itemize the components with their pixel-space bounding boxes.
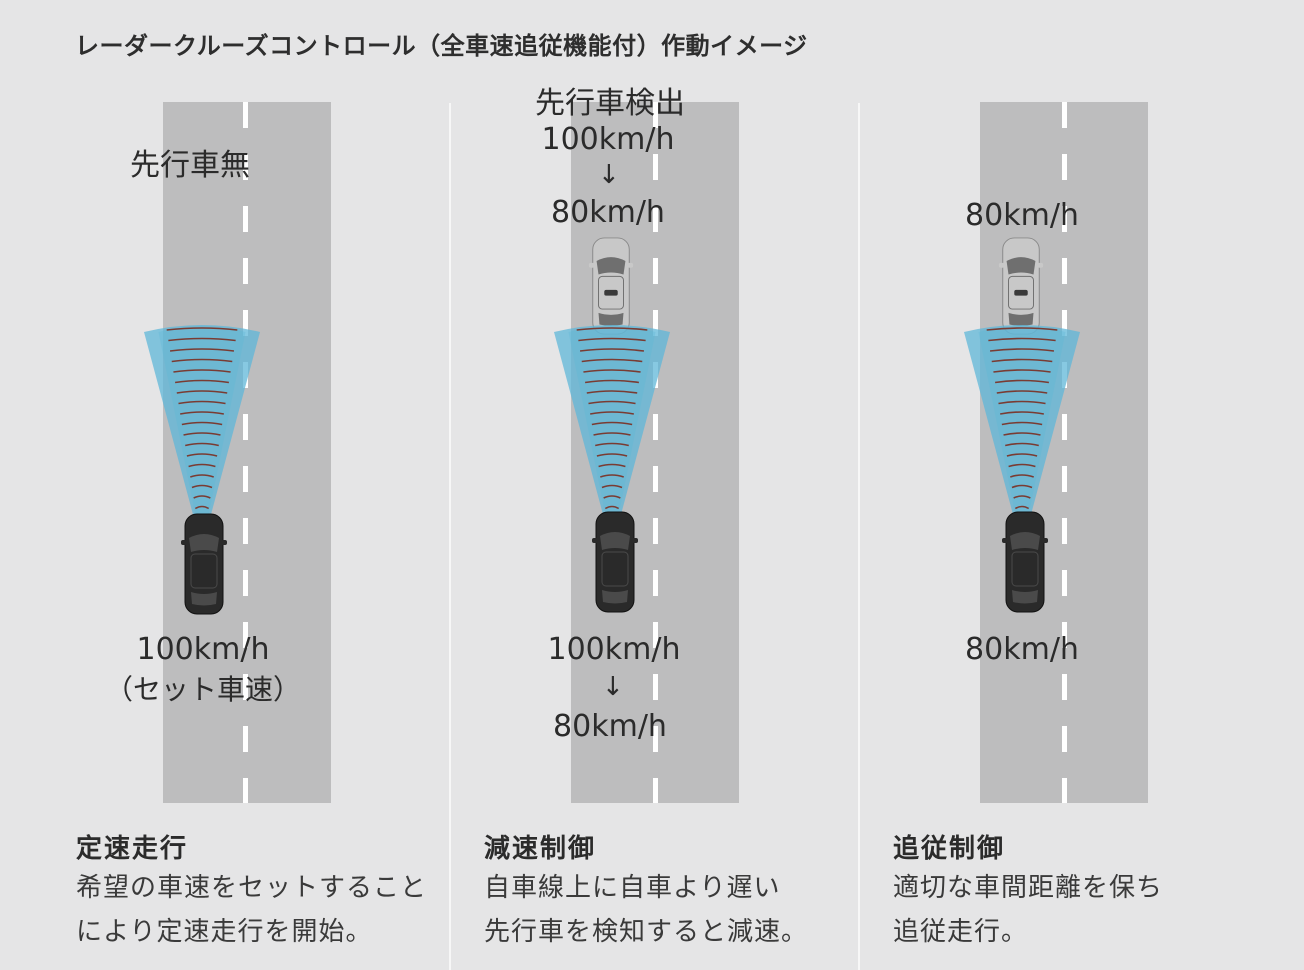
own-speed-to: 80km/h	[553, 709, 667, 744]
own-speed-from: 100km/h	[547, 632, 681, 667]
panel-heading: 定速走行	[76, 834, 189, 864]
panel-divider	[449, 103, 451, 970]
lane-marking	[653, 102, 658, 803]
lead-car-icon	[998, 237, 1044, 335]
own-speed-label: 100km/h	[136, 632, 270, 667]
down-arrow-icon: ↓	[598, 160, 620, 190]
lead-speed-to: 80km/h	[551, 195, 665, 230]
own-car-icon	[181, 513, 227, 615]
radar-beam-icon	[554, 325, 670, 548]
set-speed-note: （セット車速）	[105, 673, 302, 706]
radar-beam-icon	[144, 325, 260, 548]
lead-detected-label: 先行車検出	[535, 86, 685, 121]
panel-heading: 追従制御	[893, 834, 1006, 864]
panel-heading: 減速制御	[484, 834, 597, 864]
panel-description-line1: 自車線上に自車より遅い	[484, 873, 781, 903]
lane-marking	[243, 102, 248, 803]
down-arrow-icon: ↓	[602, 672, 624, 702]
radar-beam-icon	[964, 325, 1080, 548]
lead-speed-label: 80km/h	[965, 198, 1079, 233]
panel-description-line2: 追従走行。	[893, 917, 1029, 947]
own-car-icon	[1002, 511, 1048, 613]
lane-marking	[1062, 102, 1067, 803]
own-car-icon	[592, 511, 638, 613]
no-lead-car-label: 先行車無	[130, 148, 250, 183]
lead-car-icon	[588, 237, 634, 335]
lead-speed-from: 100km/h	[541, 122, 675, 157]
panel-description-line1: 適切な車間距離を保ち	[893, 873, 1164, 903]
own-speed-label: 80km/h	[965, 632, 1079, 667]
panel-description-line2: により定速走行を開始。	[76, 917, 373, 947]
panel-description-line1: 希望の車速をセットすること	[76, 873, 428, 903]
panel-description-line2: 先行車を検知すると減速。	[484, 917, 809, 947]
panel-divider	[858, 103, 860, 970]
page-title: レーダークルーズコントロール（全車速追従機能付）作動イメージ	[75, 32, 808, 60]
